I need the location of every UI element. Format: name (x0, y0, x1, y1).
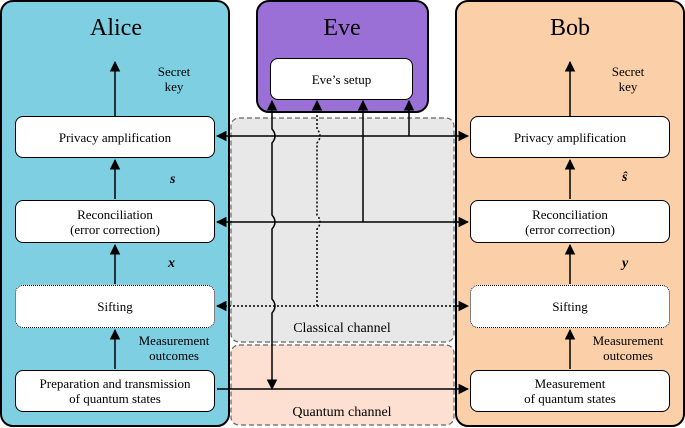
quantum-channel-region (230, 344, 455, 426)
bob-privacy-amplification-box: Privacy amplification (470, 116, 670, 158)
alice-s-variable: s (170, 172, 176, 187)
alice-sifting-box: Sifting (15, 285, 215, 328)
eve-sifting-tap (311, 99, 323, 306)
classical-channel-label: Classical channel (293, 321, 391, 336)
bob-reconciliation-box: Reconciliation(error correction) (470, 200, 670, 243)
classical-channel-region (230, 117, 455, 343)
alice-secret-key-label: Secret key (157, 64, 191, 94)
eve-title: Eve (323, 15, 361, 41)
alice-privacy-amplification-box: Privacy amplification (15, 116, 215, 158)
bob-y-variable: y (622, 256, 629, 271)
eve-setup-box: Eve’s setup (270, 58, 413, 100)
bob-s-hat-variable: ŝ (622, 170, 628, 185)
alice-title: Alice (90, 15, 142, 41)
bob-measurement-outcomes-label: Measurement outcomes (592, 333, 664, 363)
alice-reconciliation-box: Reconciliation(error correction) (15, 200, 215, 243)
quantum-channel-label: Quantum channel (292, 405, 392, 420)
alice-measurement-outcomes-label: Measurement outcomes (138, 333, 210, 363)
bob-secret-key-label: Secret key (611, 64, 645, 94)
bob-title: Bob (549, 15, 590, 41)
eve-quantum-tap (266, 99, 278, 391)
alice-x-variable: x (168, 256, 175, 271)
bob-sifting-box: Sifting (470, 285, 670, 328)
